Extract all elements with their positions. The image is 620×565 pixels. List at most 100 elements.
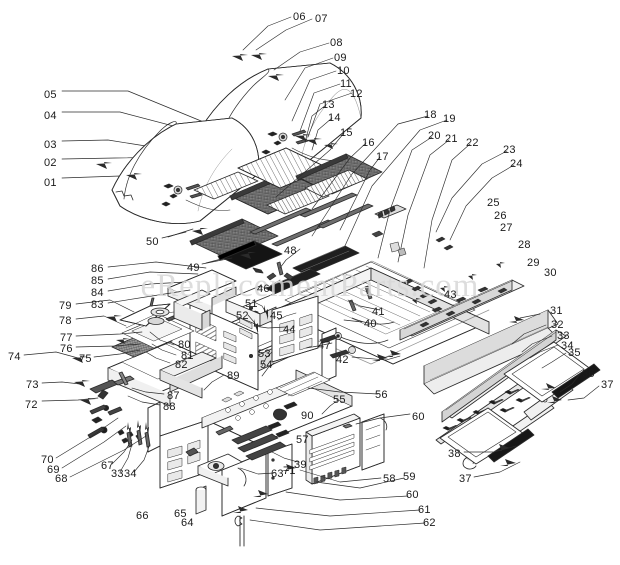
callout-72: 72 [25,399,38,411]
callout-63: 63 [271,468,284,480]
callout-33: 33 [111,468,124,480]
igniter-hardware-cluster [87,371,151,448]
firebox-wire-harness [266,261,395,359]
callout-18: 18 [424,109,437,121]
side-shelf-frame-lower [439,407,535,465]
callout-51: 51 [245,298,258,310]
warming-rack-small-b [304,169,368,198]
callout-59: 59 [403,471,416,483]
callout-81: 81 [181,350,194,362]
callout-05: 05 [44,89,57,101]
rail-fasteners [412,262,505,313]
warming-cabinet [305,413,361,485]
cooking-grate-lower-left [189,218,279,259]
callout-07: 07 [315,13,328,25]
callout-74: 74 [8,351,21,363]
callout-60: 60 [406,489,419,501]
callout-69: 69 [47,464,60,476]
callout-75: 75 [79,353,92,365]
callout-34: 34 [124,468,137,480]
callout-15: 15 [340,127,353,139]
callout-64: 64 [181,517,194,529]
cabinet-door-right [361,413,388,471]
callout-49: 49 [187,262,200,274]
callout-66: 66 [136,510,149,522]
callout-33: 33 [557,330,570,342]
control-knob-small [185,447,199,457]
side-shelf-frame-upper [503,341,601,403]
grill-hood-front [111,117,260,224]
callout-65: 65 [174,508,187,520]
callout-03: 03 [44,139,57,151]
callout-82: 82 [175,359,188,371]
callout-09: 09 [334,52,347,64]
callout-60: 60 [412,411,425,423]
callout-45: 45 [270,310,283,322]
ignition-module [197,453,243,487]
assembly-arrows-left [72,315,149,437]
callout-70: 70 [41,454,54,466]
callout-54: 54 [260,359,273,371]
callout-77: 77 [60,332,73,344]
callout-01: 01 [44,177,57,189]
callout-08: 08 [330,37,343,49]
warming-rack-small-a [266,186,330,215]
callout-52: 52 [236,310,249,322]
callout-61: 61 [418,504,431,516]
side-shelf-bracket [173,289,211,331]
callout-88: 88 [163,401,176,413]
callout-53: 53 [258,348,271,360]
callout-73: 73 [26,379,39,391]
callout-16: 16 [362,137,375,149]
leader-lines-lower-left [23,261,225,478]
leader-lines-top-right [242,16,353,151]
callout-57: 57 [296,434,309,446]
door-handle-bar [234,515,245,547]
callout-41: 41 [372,306,385,318]
callout-37: 37 [459,473,472,485]
callout-90: 90 [301,410,314,422]
callout-24: 24 [510,158,523,170]
callout-35: 35 [568,347,581,359]
callout-76: 76 [60,343,73,355]
hood-hinge-hardware [161,129,343,211]
chassis-rail-upper [399,279,525,341]
callout-29: 29 [527,257,540,269]
callout-86: 86 [91,263,104,275]
callout-89: 89 [227,370,240,382]
assembly-arrows-top [96,53,338,180]
callout-26: 26 [494,210,507,222]
callout-87: 87 [167,390,180,402]
callout-67: 67 [101,460,114,472]
callout-14: 14 [328,112,341,124]
callout-17: 17 [376,151,389,163]
callout-43: 43 [444,289,457,301]
callout-38: 38 [448,448,461,460]
griddle-plate [217,240,283,274]
rotisserie-motor [273,401,298,421]
callout-02: 02 [44,157,57,169]
callout-27: 27 [500,222,513,234]
callout-80: 80 [178,339,191,351]
thermometer [195,485,207,515]
callout-58: 58 [383,473,396,485]
callout-83: 83 [91,299,104,311]
callout-28: 28 [518,239,531,251]
callout-42: 42 [336,354,349,366]
callout-48: 48 [284,245,297,257]
callout-19: 19 [443,113,456,125]
callout-78: 78 [59,315,72,327]
rotisserie-burner [374,204,407,219]
callout-13: 13 [322,99,335,111]
callout-79: 79 [59,300,72,312]
side-shelf-top [167,269,237,315]
callout-11: 11 [340,78,352,90]
callout-06: 06 [293,11,306,23]
callout-50: 50 [146,236,159,248]
callout-47: 47 [318,340,331,352]
callout-04: 04 [44,110,57,122]
callout-62: 62 [423,517,436,529]
callout-71: 71 [283,465,296,477]
callout-12: 12 [350,88,363,100]
